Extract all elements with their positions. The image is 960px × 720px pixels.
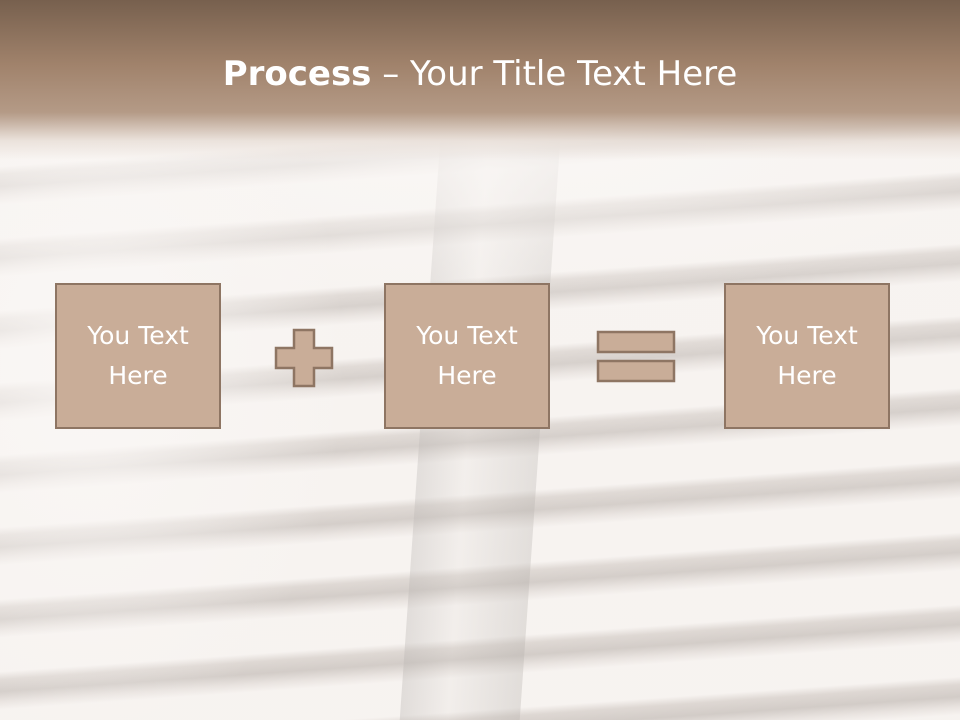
title-rest: – Your Title Text Here xyxy=(371,54,738,94)
plus-icon xyxy=(274,328,334,388)
text-box-1[interactable]: You Text Here xyxy=(55,283,221,429)
text-box-2-label: You Text Here xyxy=(416,321,518,390)
text-box-2[interactable]: You Text Here xyxy=(384,283,550,429)
title-bar xyxy=(0,0,960,160)
text-box-3[interactable]: You Text Here xyxy=(724,283,890,429)
slide-title[interactable]: Process – Your Title Text Here xyxy=(0,52,960,96)
text-box-1-label: You Text Here xyxy=(87,321,189,390)
title-bold: Process xyxy=(222,54,372,94)
equals-icon xyxy=(596,330,676,383)
text-box-3-label: You Text Here xyxy=(756,321,858,390)
